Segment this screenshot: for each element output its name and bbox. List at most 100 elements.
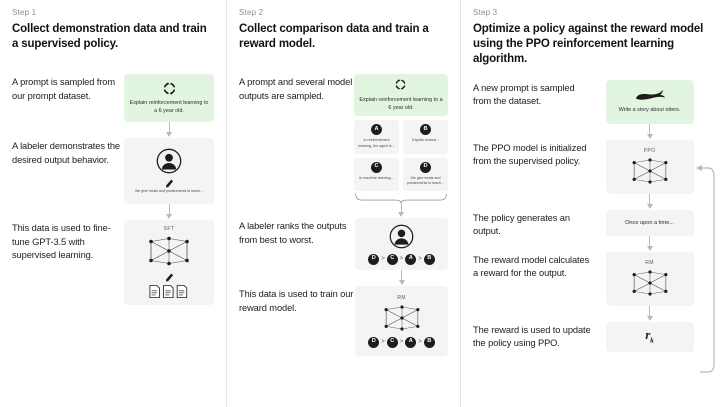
output-text-b: Explain reward...: [412, 138, 439, 143]
rank-badge-2: C: [386, 253, 398, 265]
arrow-down-icon: [397, 270, 406, 286]
step-1-row-prompt: A prompt is sampled from our prompt data…: [12, 74, 214, 123]
reward-model-box-2: RM: [355, 286, 448, 357]
rm-tag: RM: [645, 259, 654, 266]
rank-sep-1: >: [381, 339, 385, 346]
pencil-icon: [165, 176, 174, 188]
rank-badge-1: D: [368, 336, 380, 348]
neural-network-icon: [628, 156, 672, 186]
step-2-caption-3: This data is used to train our reward mo…: [239, 289, 354, 313]
rank-badge-2: C: [386, 336, 398, 348]
arrow-down-icon: [397, 202, 406, 218]
output-text-a: In reinforcement learning, the agent is.…: [358, 138, 395, 148]
arrow-down-icon: [165, 122, 174, 138]
output-card-a: A In reinforcement learning, the agent i…: [354, 120, 399, 154]
arrow-down-icon: [645, 235, 654, 252]
step-2-row-prompt: A prompt and several model outputs are s…: [239, 74, 448, 218]
ppo-box: PPO: [605, 139, 694, 194]
step-3-figure-4: RM: [591, 251, 708, 322]
step-3-caption-4: The reward model calculates a reward for…: [473, 254, 590, 278]
arrow-down-icon: [645, 305, 654, 322]
step-2-title: Collect comparison data and train a rewa…: [239, 23, 429, 51]
step-3-row-reward: The reward is used to update the policy …: [473, 321, 708, 352]
step-3-figure-3: Once upon a time...: [591, 209, 708, 252]
step-3-figure-2: PPO: [591, 139, 708, 210]
labeler-text-1: We give treats and punishments to teach.…: [134, 189, 204, 194]
step-3-caption-3: The policy generates an output.: [473, 212, 570, 236]
model-outputs-grid: A In reinforcement learning, the agent i…: [354, 120, 448, 192]
brace-icon: [354, 191, 448, 204]
prompt-box-1: Explain reinforcement learning to a 6 ye…: [124, 74, 214, 123]
policy-output-text: Once upon a time...: [625, 219, 674, 226]
step-3-caption-1: A new prompt is sampled from the dataset…: [473, 82, 575, 106]
rank-badge-4: B: [423, 253, 435, 265]
ranking-row-rm: D > C > A > B: [368, 336, 435, 348]
arrow-down-icon: [645, 123, 654, 140]
sft-box: SFT: [124, 220, 214, 306]
step-2-figure-1: Explain reinforcement learning to a 6 ye…: [354, 74, 448, 218]
rank-sep-3: >: [418, 339, 422, 346]
neural-network-icon: [144, 234, 194, 268]
output-text-d: We give treats and punishments to teach.…: [406, 175, 445, 185]
output-badge-b: B: [420, 124, 431, 136]
step-3-body: A new prompt is sampled from the dataset…: [473, 79, 708, 352]
reward-model-box-3: RM: [605, 251, 694, 306]
person-icon: [156, 148, 182, 174]
step-3-figure-1: Write a story about otters.: [591, 79, 708, 140]
step-1-row-sft: This data is used to fine-tune GPT-3.5 w…: [12, 220, 214, 306]
step-1-figure-3: SFT: [124, 220, 214, 306]
prompt-text-3: Write a story about otters.: [618, 106, 681, 113]
step-2-caption-1: A prompt and several model outputs are s…: [239, 77, 353, 101]
prompt-box-3: Write a story about otters.: [605, 79, 694, 124]
arrow-holder-1: [124, 122, 214, 138]
step-3-column: Step 3 Optimize a policy against the rew…: [460, 0, 720, 407]
ranking-row-labeler: D > C > A > B: [368, 253, 435, 265]
rank-sep-3: >: [418, 256, 422, 263]
output-badge-d: D: [420, 161, 431, 173]
output-badge-a: A: [371, 124, 382, 136]
output-text-c: In machine learning...: [359, 175, 394, 180]
step-3-title: Optimize a policy against the reward mod…: [473, 23, 704, 66]
step-3-figure-5: rk: [591, 321, 708, 352]
rank-sep-2: >: [399, 256, 404, 263]
output-card-b: B Explain reward...: [403, 120, 448, 154]
spacer-1: [12, 122, 124, 124]
rank-badge-1: D: [368, 253, 380, 265]
prompt-box-2: Explain reinforcement learning to a 6 ye…: [354, 74, 448, 117]
refresh-icon: [394, 78, 409, 93]
ppo-tag: PPO: [643, 147, 656, 154]
output-card-c: C In machine learning...: [354, 157, 399, 192]
step-3-row-prompt: A new prompt is sampled from the dataset…: [473, 79, 708, 140]
rank-sep-1: >: [381, 256, 385, 263]
step-1-title: Collect demonstration data and train a s…: [12, 23, 207, 51]
step-3-caption-2: The PPO model is initialized from the su…: [473, 142, 587, 166]
prompt-text-2: Explain reinforcement learning to a 6 ye…: [359, 97, 443, 112]
reward-symbol: rk: [645, 328, 654, 345]
step-3-row-ppo: The PPO model is initialized from the su…: [473, 139, 708, 210]
step-1-caption-1: A prompt is sampled from our prompt data…: [12, 77, 116, 101]
labeler-box-1: We give treats and punishments to teach.…: [124, 138, 214, 205]
labeler-rank-box: D > C > A > B: [355, 218, 448, 271]
step-3-row-rm: The reward model calculates a reward for…: [473, 251, 708, 322]
step-1-figure-1: Explain reinforcement learning to a 6 ye…: [124, 74, 214, 123]
person-icon: [389, 224, 415, 250]
rm-tag: RM: [397, 294, 406, 301]
spacer-2: [12, 204, 124, 206]
rank-sep-2: >: [399, 339, 404, 346]
step-1-row-labeler: A labeler demonstrates the desired outpu…: [12, 138, 214, 205]
step-3-label: Step 3: [473, 8, 498, 17]
reward-symbol-base: r: [645, 327, 651, 343]
refresh-icon: [162, 81, 177, 96]
step-1-column: Step 1 Collect demonstration data and tr…: [0, 0, 226, 407]
step-1-body: A prompt is sampled from our prompt data…: [12, 74, 214, 306]
output-card-d: D We give treats and punishments to teac…: [403, 157, 448, 192]
step-1-figure-2: We give treats and punishments to teach.…: [124, 138, 214, 205]
output-badge-c: C: [371, 161, 382, 173]
neural-network-icon: [380, 303, 424, 333]
step-2-caption-2: A labeler ranks the outputs from best to…: [239, 221, 347, 245]
pencil-icon: [165, 270, 174, 282]
step-1-arrow-1-row: [12, 122, 214, 138]
step-1-caption-2: A labeler demonstrates the desired outpu…: [12, 141, 120, 165]
reward-symbol-subscript: k: [650, 336, 654, 345]
